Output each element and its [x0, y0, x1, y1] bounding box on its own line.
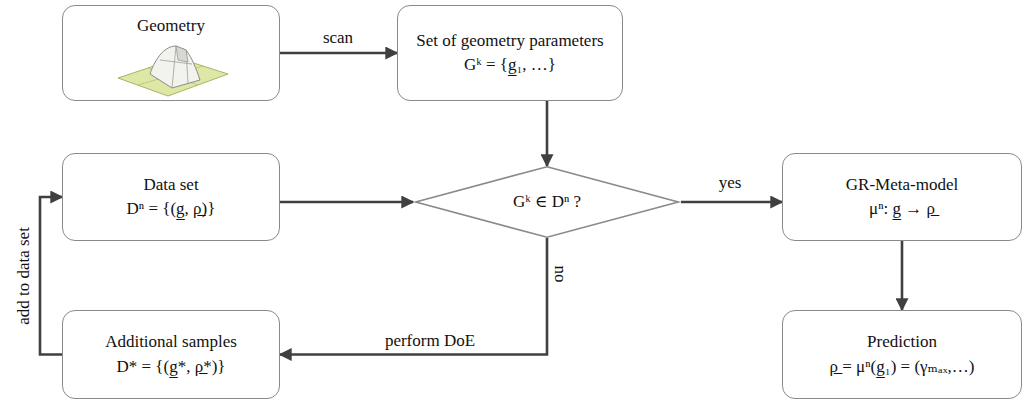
node-formula: Gᵏ = {g̲₁, …} — [458, 53, 562, 77]
node-title: Set of geometry parameters — [410, 29, 609, 53]
node-formula: ρ̲ = μⁿ(g̲₁) = (γₘₐₓ,…) — [824, 355, 981, 379]
flow-arrow — [901, 241, 904, 310]
process-box: Set of geometry parametersGᵏ = {g̲₁, …} — [397, 5, 623, 101]
samples-box: Additional samplesD* = {(g̲*, ρ̲*)} — [62, 310, 280, 399]
node-title: Prediction — [861, 330, 943, 354]
edge-label: yes — [716, 173, 745, 193]
prediction-box: Predictionρ̲ = μⁿ(g̲₁) = (γₘₐₓ,…) — [782, 310, 1022, 399]
flow-arrow — [280, 52, 397, 55]
node-title: Additional samples — [99, 330, 243, 354]
edge-label: scan — [320, 28, 356, 48]
geometry-box: Geometry — [62, 5, 280, 101]
flow-arrow — [280, 238, 547, 355]
edge-label: no — [550, 263, 570, 286]
node-formula: μⁿ: g̲ → ρ̲ — [863, 197, 941, 221]
node-title: Geometry — [131, 14, 211, 38]
node-title: Data set — [137, 173, 204, 197]
node-formula: D* = {(g̲*, ρ̲*)} — [111, 355, 232, 379]
flow-arrow — [681, 201, 782, 204]
decision-diamond: Gᵏ ∈ Dⁿ ? — [413, 166, 681, 238]
flow-arrow — [280, 201, 413, 204]
step-label: perform DoE — [382, 331, 478, 351]
node-title: Gᵏ ∈ Dⁿ ? — [507, 190, 587, 214]
diamond-border — [416, 167, 679, 238]
flow-arrow — [546, 101, 549, 166]
node-title: GR-Meta-model — [840, 173, 964, 197]
edge-label: add to data set — [14, 224, 34, 328]
data-box: Data setDⁿ = {(g̲, ρ̲)} — [62, 153, 280, 241]
model-box: GR-Meta-modelμⁿ: g̲ → ρ̲ — [782, 153, 1022, 241]
node-formula: Dⁿ = {(g̲, ρ̲)} — [121, 197, 222, 221]
flow-arrow — [40, 197, 62, 355]
sheet-part — [118, 46, 228, 96]
